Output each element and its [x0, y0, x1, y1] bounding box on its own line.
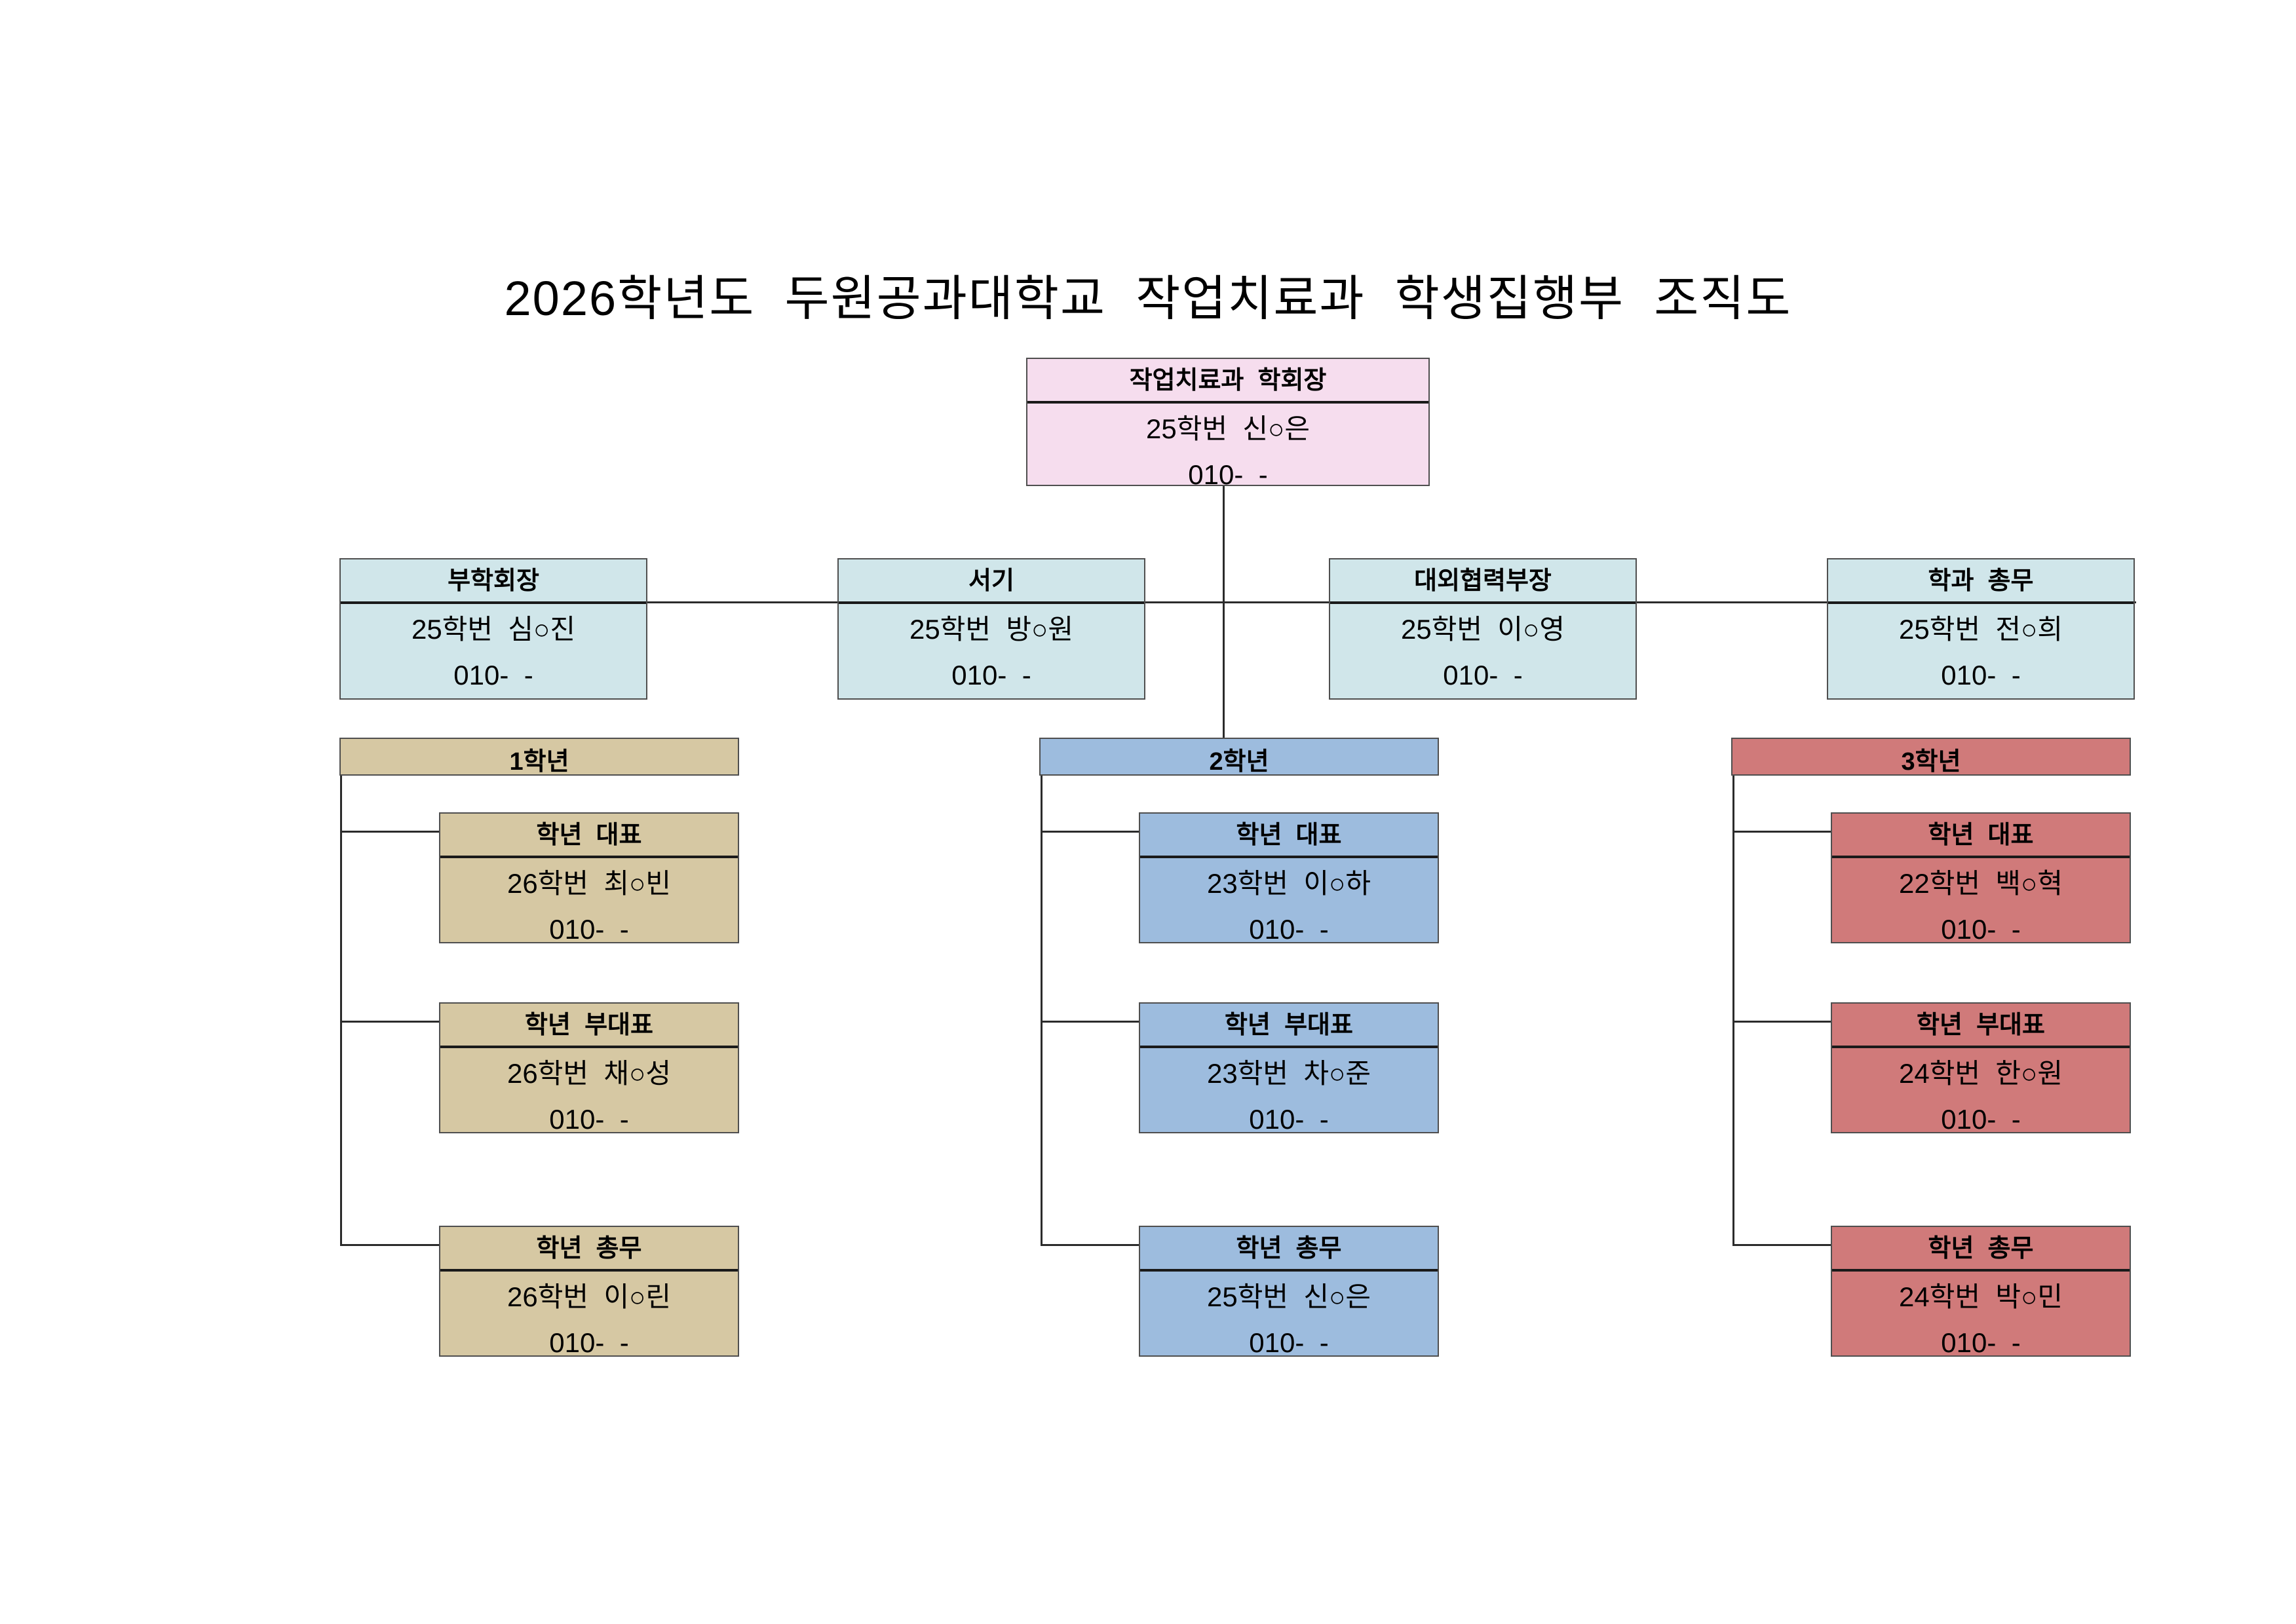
node-year2-vice-representative[interactable]: 학년 부대표 23학번 차○준 010- -: [1139, 1002, 1439, 1133]
node-member-phone: 010- -: [1941, 1327, 2021, 1358]
node-member-phone: 010- -: [549, 1327, 629, 1358]
node-member-body: 22학번 백○혁 010- -: [1832, 858, 2130, 943]
year-header-2[interactable]: 2학년: [1039, 738, 1439, 776]
node-member-student: 23학번 이○하: [1207, 868, 1371, 899]
node-member-student: 24학번 한○원: [1899, 1058, 2063, 1089]
node-president[interactable]: 작업치료과 학회장 25학번 신○은 010- -: [1026, 358, 1430, 489]
connector-officer-spine: [341, 601, 2136, 603]
year-header-1[interactable]: 1학년: [339, 738, 739, 776]
node-year1-vice-representative[interactable]: 학년 부대표 26학번 채○성 010- -: [439, 1002, 739, 1133]
node-member-body: 26학번 이○린 010- -: [440, 1272, 738, 1357]
node-officer-body: 25학번 전○희 010- -: [1828, 604, 2133, 689]
node-year3-vice-representative[interactable]: 학년 부대표 24학번 한○원 010- -: [1831, 1002, 2131, 1133]
node-officer-phone: 010- -: [1443, 660, 1523, 690]
node-year1-representative[interactable]: 학년 대표 26학번 최○빈 010- -: [439, 812, 739, 943]
connector-year1-branch-1: [340, 831, 440, 833]
node-officer-phone: 010- -: [951, 660, 1031, 690]
node-year3-representative[interactable]: 학년 대표 22학번 백○혁 010- -: [1831, 812, 2131, 943]
node-officer-role: 학과 총무: [1828, 559, 2133, 604]
node-officer-role: 서기: [839, 559, 1144, 604]
node-officer-student: 25학번 심○진: [411, 614, 575, 645]
connector-year2-branch-2: [1041, 1021, 1140, 1023]
year-header-3[interactable]: 3학년: [1731, 738, 2131, 776]
connector-year3-trunk: [1732, 774, 1734, 1246]
node-member-phone: 010- -: [549, 914, 629, 945]
connector-year3-branch-2: [1732, 1021, 1832, 1023]
node-member-student: 26학번 최○빈: [507, 868, 671, 899]
connector-year1-branch-3: [340, 1244, 440, 1246]
node-member-student: 24학번 박○민: [1899, 1281, 2063, 1312]
node-member-role: 학년 부대표: [440, 1004, 738, 1048]
connector-year1-branch-2: [340, 1021, 440, 1023]
node-member-phone: 010- -: [1249, 914, 1329, 945]
node-year2-treasurer[interactable]: 학년 총무 25학번 신○은 010- -: [1139, 1226, 1439, 1357]
node-member-role: 학년 총무: [1832, 1227, 2130, 1272]
node-officer-student: 25학번 전○희: [1899, 614, 2063, 645]
node-member-body: 26학번 채○성 010- -: [440, 1048, 738, 1133]
node-president-role: 작업치료과 학회장: [1027, 359, 1428, 404]
node-member-student: 23학번 차○준: [1207, 1058, 1371, 1089]
node-officer-phone: 010- -: [453, 660, 533, 690]
node-year1-treasurer[interactable]: 학년 총무 26학번 이○린 010- -: [439, 1226, 739, 1357]
node-officer-role: 부학회장: [341, 559, 646, 604]
node-officer-role: 대외협력부장: [1330, 559, 1636, 604]
node-member-body: 23학번 차○준 010- -: [1140, 1048, 1438, 1133]
node-officer-student: 25학번 방○원: [909, 614, 1073, 645]
connector-year2-branch-3: [1041, 1244, 1140, 1246]
node-year3-treasurer[interactable]: 학년 총무 24학번 박○민 010- -: [1831, 1226, 2131, 1357]
node-member-body: 23학번 이○하 010- -: [1140, 858, 1438, 943]
node-officer-department-treasurer[interactable]: 학과 총무 25학번 전○희 010- -: [1827, 558, 2135, 700]
connector-year2-trunk: [1041, 774, 1043, 1246]
node-member-role: 학년 대표: [1832, 814, 2130, 858]
node-president-phone: 010- -: [1188, 459, 1268, 490]
page-title: 2026학년도 두원공과대학교 작업치료과 학생집행부 조직도: [504, 271, 1792, 326]
connector-year1-trunk: [340, 774, 342, 1246]
node-member-student: 26학번 이○린: [507, 1281, 671, 1312]
node-member-phone: 010- -: [1249, 1104, 1329, 1135]
node-member-phone: 010- -: [549, 1104, 629, 1135]
node-member-phone: 010- -: [1941, 1104, 2021, 1135]
node-member-student: 22학번 백○혁: [1899, 868, 2063, 899]
node-member-role: 학년 총무: [440, 1227, 738, 1272]
node-member-phone: 010- -: [1941, 914, 2021, 945]
node-member-role: 학년 대표: [1140, 814, 1438, 858]
node-officer-secretary[interactable]: 서기 25학번 방○원 010- -: [837, 558, 1145, 700]
node-member-role: 학년 대표: [440, 814, 738, 858]
connector-year3-branch-1: [1732, 831, 1832, 833]
node-officer-body: 25학번 방○원 010- -: [839, 604, 1144, 689]
node-member-body: 26학번 최○빈 010- -: [440, 858, 738, 943]
node-officer-vice-president[interactable]: 부학회장 25학번 심○진 010- -: [339, 558, 647, 700]
node-member-body: 25학번 신○은 010- -: [1140, 1272, 1438, 1357]
node-member-phone: 010- -: [1249, 1327, 1329, 1358]
node-officer-body: 25학번 심○진 010- -: [341, 604, 646, 689]
node-member-role: 학년 총무: [1140, 1227, 1438, 1272]
node-officer-external-affairs[interactable]: 대외협력부장 25학번 이○영 010- -: [1329, 558, 1637, 700]
node-year2-representative[interactable]: 학년 대표 23학번 이○하 010- -: [1139, 812, 1439, 943]
node-officer-student: 25학번 이○영: [1401, 614, 1565, 645]
node-member-student: 25학번 신○은: [1207, 1281, 1371, 1312]
node-member-body: 24학번 박○민 010- -: [1832, 1272, 2130, 1357]
node-president-body: 25학번 신○은 010- -: [1027, 404, 1428, 489]
node-member-body: 24학번 한○원 010- -: [1832, 1048, 2130, 1133]
node-officer-phone: 010- -: [1941, 660, 2021, 690]
node-member-role: 학년 부대표: [1140, 1004, 1438, 1048]
node-member-student: 26학번 채○성: [507, 1058, 671, 1089]
connector-year2-branch-1: [1041, 831, 1140, 833]
connector-president-trunk: [1223, 485, 1225, 747]
node-president-student: 25학번 신○은: [1146, 413, 1310, 444]
node-officer-body: 25학번 이○영 010- -: [1330, 604, 1636, 689]
connector-year3-branch-3: [1732, 1244, 1832, 1246]
node-member-role: 학년 부대표: [1832, 1004, 2130, 1048]
